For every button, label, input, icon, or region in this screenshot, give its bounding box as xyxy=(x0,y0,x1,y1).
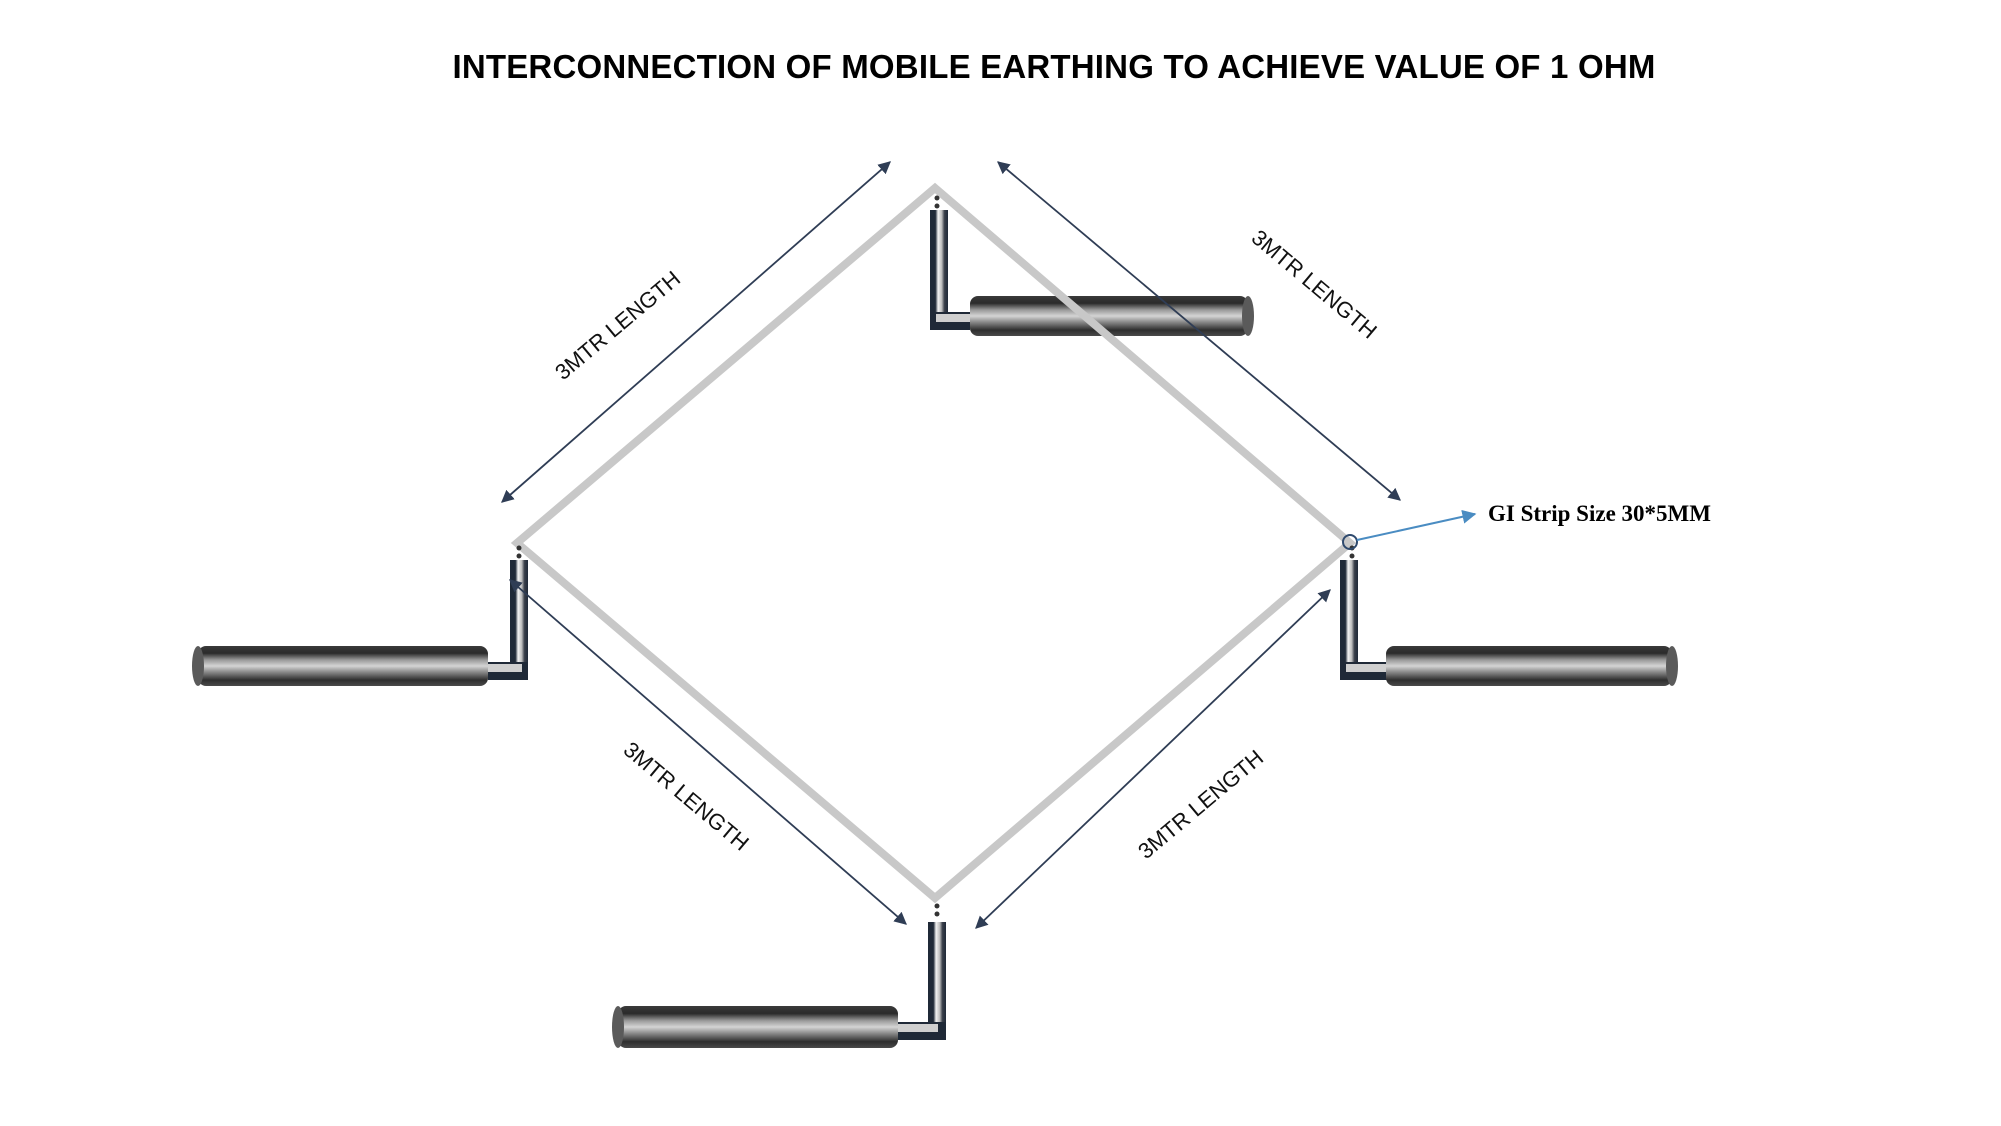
dimension-arrow-top-right xyxy=(997,161,1401,501)
joint-dot-right-2 xyxy=(1349,553,1355,559)
dimension-label-top-right: 3MTR LENGTH xyxy=(1247,225,1382,344)
earth-electrode-left xyxy=(192,560,528,686)
earth-electrode-bottom xyxy=(612,922,946,1048)
electrode-elbow-highlight xyxy=(896,1024,938,1032)
callout-marker-circle xyxy=(1342,534,1358,550)
joint-dot-left xyxy=(516,545,522,551)
joint-dot-top xyxy=(934,195,940,201)
electrode-riser xyxy=(928,922,946,1040)
dimension-arrow-bottom-right xyxy=(975,589,1331,929)
dimension-label-bottom-left: 3MTR LENGTH xyxy=(619,737,754,856)
joint-dot-top-2 xyxy=(934,203,940,209)
electrode-rod-end xyxy=(192,646,204,686)
electrode-riser xyxy=(1340,560,1358,680)
dimension-label-top-left: 3MTR LENGTH xyxy=(550,266,685,385)
electrode-riser xyxy=(930,210,948,330)
dimension-arrow-bottom-left xyxy=(509,579,907,925)
joint-dot-bottom xyxy=(934,903,940,909)
electrode-rod-end xyxy=(612,1006,624,1048)
earth-electrode-right xyxy=(1340,560,1678,686)
callout-arrow xyxy=(1356,509,1477,541)
callout-label-gi-strip: GI Strip Size 30*5MM xyxy=(1488,501,1711,526)
dimension-label-bottom-right: 3MTR LENGTH xyxy=(1133,745,1268,864)
electrode-rod xyxy=(970,296,1248,336)
electrode-rod xyxy=(618,1006,898,1048)
electrode-rod xyxy=(198,646,488,686)
electrode-elbow-highlight xyxy=(488,664,522,672)
joint-dot-left-2 xyxy=(516,553,522,559)
electrode-elbow-highlight xyxy=(936,314,970,322)
joint-dot-bottom-2 xyxy=(934,911,940,917)
page-title: INTERCONNECTION OF MOBILE EARTHING TO AC… xyxy=(452,48,1656,85)
electrode-rod xyxy=(1386,646,1672,686)
dimension-arrow-top-left xyxy=(501,161,891,503)
electrode-elbow-highlight xyxy=(1346,664,1388,672)
electrode-rod-end xyxy=(1666,646,1678,686)
electrode-rod-end xyxy=(1242,296,1254,336)
